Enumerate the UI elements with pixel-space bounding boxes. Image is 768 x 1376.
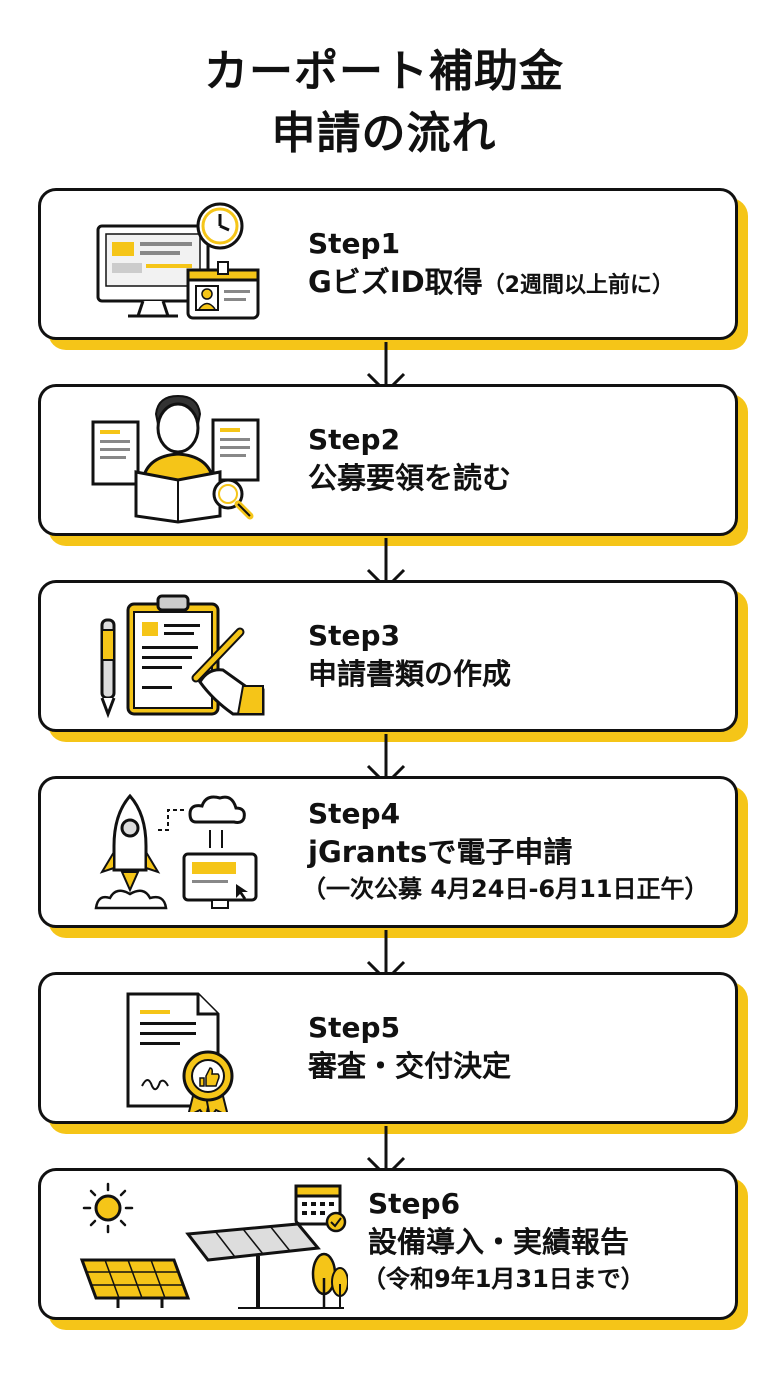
step-text: Step3 申請書類の作成 bbox=[308, 618, 511, 694]
carport-icon bbox=[79, 1182, 348, 1309]
solar-panel-icon bbox=[79, 1258, 191, 1308]
step-card-1: Step1 GビズID取得（2週間以上前に） bbox=[38, 188, 748, 350]
step-text: Step5 審査・交付決定 bbox=[308, 1010, 511, 1086]
step-label: 設備導入・実績報告 bbox=[368, 1225, 630, 1259]
person-reading-icon bbox=[91, 394, 260, 524]
step-label: 公募要領を読む bbox=[308, 461, 512, 495]
certificate-document-icon bbox=[126, 992, 234, 1112]
magnifier-icon bbox=[212, 478, 254, 520]
id-card-icon bbox=[186, 261, 260, 320]
step-note: （令和9年1月31日まで） bbox=[362, 1265, 645, 1293]
rocket-icon bbox=[94, 793, 258, 910]
hand-writing-icon bbox=[191, 627, 265, 716]
step-text: Step1 GビズID取得（2週間以上前に） bbox=[308, 226, 674, 306]
step-number: Step4 bbox=[308, 797, 401, 830]
step-card-6: Step6 設備導入・実績報告 （令和9年1月31日まで） bbox=[38, 1168, 748, 1330]
clock-icon bbox=[196, 202, 244, 250]
pen-icon bbox=[100, 618, 116, 719]
step-text: Step6 設備導入・実績報告 （令和9年1月31日まで） bbox=[362, 1186, 645, 1296]
computer-screen-icon bbox=[182, 852, 258, 909]
document-icon bbox=[91, 420, 140, 486]
computer-monitor-icon bbox=[96, 202, 260, 320]
step-card-4: Step4 jGrantsで電子申請 （一次公募 4月24日-6月11日正午） bbox=[38, 776, 748, 938]
step-number: Step3 bbox=[308, 619, 401, 652]
step-card-2: Step2 公募要領を読む bbox=[38, 384, 748, 546]
step-text: Step2 公募要領を読む bbox=[308, 422, 511, 498]
document-icon bbox=[211, 418, 260, 482]
calendar-check-icon bbox=[294, 1184, 347, 1233]
page-title-line2: 申請の流れ bbox=[271, 108, 497, 159]
step-card-3: Step3 申請書類の作成 bbox=[38, 580, 748, 742]
sun-icon bbox=[82, 1182, 134, 1234]
step-card-5: Step5 審査・交付決定 bbox=[38, 972, 748, 1134]
step-label: 審査・交付決定 bbox=[308, 1049, 512, 1083]
step-number: Step1 bbox=[308, 227, 401, 260]
step-label: jGrantsで電子申請 bbox=[308, 835, 573, 869]
tree-icon bbox=[311, 1252, 348, 1308]
step-note: （2週間以上前に） bbox=[482, 273, 674, 298]
cloud-icon bbox=[188, 795, 246, 824]
step-number: Step2 bbox=[308, 423, 401, 456]
step-label: 申請書類の作成 bbox=[308, 657, 512, 691]
step-number: Step5 bbox=[308, 1011, 401, 1044]
award-badge-icon bbox=[182, 1050, 234, 1112]
page-title-line1: カーポート補助金 bbox=[204, 46, 564, 97]
clipboard-icon bbox=[100, 594, 265, 719]
step-label-main: GビズID取得 bbox=[308, 265, 483, 299]
step-number: Step6 bbox=[368, 1187, 461, 1220]
step-label: GビズID取得（2週間以上前に） bbox=[308, 262, 674, 306]
step-text: Step4 jGrantsで電子申請 （一次公募 4月24日-6月11日正午） bbox=[302, 796, 709, 906]
step-note: （一次公募 4月24日-6月11日正午） bbox=[302, 875, 709, 903]
